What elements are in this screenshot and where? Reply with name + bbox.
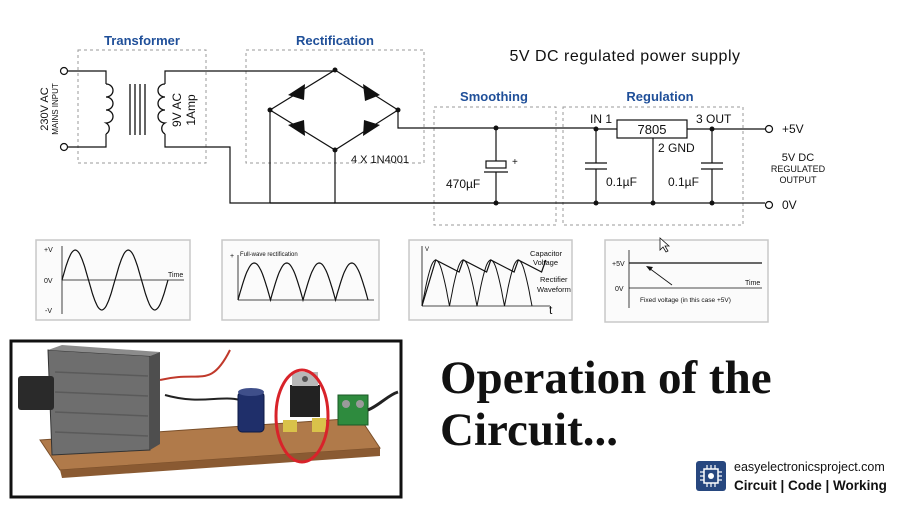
output-cap-label: 0.1µF bbox=[668, 175, 699, 189]
regulated-note: Fixed voltage (in this case +5V) bbox=[640, 297, 731, 304]
output-label-line1: 5V DC bbox=[782, 152, 814, 164]
output-capacitor bbox=[701, 129, 723, 203]
regulator-in-label: IN 1 bbox=[590, 112, 612, 126]
regulator-out-label: 3 OUT bbox=[696, 112, 732, 126]
rectifier-label-line2: Waveform bbox=[537, 285, 571, 294]
diode-3 bbox=[288, 120, 305, 136]
input-cap-label: 0.1µF bbox=[606, 175, 637, 189]
regulator-highlight-ring bbox=[274, 368, 330, 464]
brand-tagline: Circuit | Code | Working bbox=[734, 478, 887, 493]
rectified-title: Full-wave rectification bbox=[240, 252, 298, 258]
capacitor-label-line2: Voltage bbox=[533, 258, 558, 267]
regulated-zero-label: 0V bbox=[615, 286, 624, 293]
ac-time-label: Time bbox=[168, 272, 183, 279]
mains-label-line1: 230V AC bbox=[39, 87, 51, 130]
ac-plus-label: +V bbox=[44, 247, 53, 254]
output-zero-label: 0V bbox=[782, 198, 797, 212]
transformer-symbol bbox=[103, 83, 168, 135]
regulator-part-label: 7805 bbox=[638, 122, 667, 137]
rectified-mark: + bbox=[230, 253, 234, 260]
section-smoothing-title: Smoothing bbox=[460, 89, 528, 104]
diodes-label: 4 X 1N4001 bbox=[351, 154, 409, 166]
diode-4 bbox=[363, 120, 380, 136]
mouse-cursor-icon bbox=[659, 237, 671, 253]
diode-2 bbox=[363, 84, 380, 101]
heading-line2: Circuit... bbox=[440, 404, 618, 456]
secondary-label-line1: 9V AC bbox=[170, 93, 184, 127]
section-transformer-title: Transformer bbox=[104, 33, 180, 48]
waveform-regulated-panel: +5V 0V Time Fixed voltage (in this case … bbox=[604, 239, 769, 323]
transformer-bobbin bbox=[18, 376, 54, 410]
mains-label-line2: MAINS INPUT bbox=[51, 83, 60, 135]
smoothing-box bbox=[433, 106, 557, 226]
diode-symbols bbox=[288, 84, 380, 136]
smoothing-cap-polarity: + bbox=[512, 157, 518, 168]
regulator-gnd-label: 2 GND bbox=[658, 141, 695, 155]
diagram-title: 5V DC regulated power supply bbox=[509, 48, 740, 65]
diode-1 bbox=[288, 84, 305, 100]
capacitor-label-line1: Capacitor bbox=[530, 249, 563, 258]
ac-minus-label: -V bbox=[45, 308, 52, 315]
ac-zero-label: 0V bbox=[44, 278, 53, 285]
smoothing-nodes bbox=[493, 125, 499, 206]
circuit-board-photo bbox=[9, 339, 403, 499]
regulation-box bbox=[562, 106, 744, 226]
smoothing-capacitor bbox=[484, 128, 508, 203]
section-regulation-title: Regulation bbox=[626, 89, 693, 104]
secondary-label-line2: 1Amp bbox=[184, 94, 198, 126]
waveform-ac-panel: +V 0V -V Time bbox=[35, 239, 191, 321]
rectified-wave bbox=[237, 262, 369, 303]
regulated-plus5-label: +5V bbox=[612, 261, 625, 268]
mains-terminals bbox=[59, 66, 69, 152]
rectifier-wave bbox=[421, 259, 533, 307]
rectifier-label-line1: Rectifier bbox=[540, 275, 568, 284]
ac-sine-wave bbox=[61, 249, 169, 311]
brand-footer: easyelectronicsproject.com Circuit | Cod… bbox=[694, 458, 892, 498]
output-label-line3: OUTPUT bbox=[780, 175, 818, 185]
regulation-nodes bbox=[593, 126, 715, 206]
smoothed-yaxis-label: V bbox=[425, 247, 429, 253]
output-terminals bbox=[764, 124, 774, 210]
smoothing-cap-label: 470µF bbox=[446, 177, 480, 191]
primary-wiring bbox=[68, 70, 107, 148]
brand-logo-icon bbox=[696, 461, 726, 491]
heading-line1: Operation of the bbox=[440, 352, 772, 404]
waveform-smoothed-panel: V Capacitor Voltage Rectifier Waveform t bbox=[408, 239, 573, 321]
bridge-nodes bbox=[267, 67, 401, 153]
output-label-line2: REGULATED bbox=[771, 164, 826, 174]
capacitor-voltage-wave bbox=[421, 259, 547, 307]
input-capacitor bbox=[585, 129, 607, 203]
section-rectification-title: Rectification bbox=[296, 33, 374, 48]
smoothed-t-label: t bbox=[549, 303, 553, 317]
regulated-time-label: Time bbox=[745, 280, 760, 287]
regulator-7805 bbox=[616, 119, 688, 139]
output-plus-label: +5V bbox=[782, 122, 804, 136]
section-heading: Operation of the Circuit... bbox=[440, 352, 880, 456]
brand-site: easyelectronicsproject.com bbox=[734, 460, 885, 474]
rectification-box bbox=[245, 49, 425, 164]
bridge-rectifier bbox=[268, 69, 400, 151]
waveform-rectified-panel: Full-wave rectification + bbox=[221, 239, 380, 321]
